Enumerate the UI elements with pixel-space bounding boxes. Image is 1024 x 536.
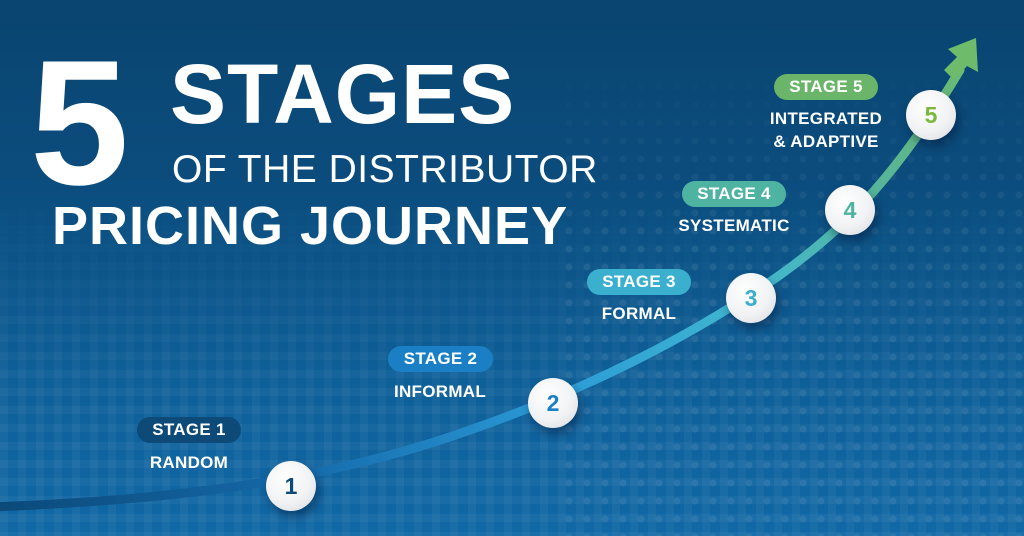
stage-5-name-line2: & ADAPTIVE <box>773 132 879 151</box>
stage-5-node: 5 <box>906 90 956 140</box>
title-number: 5 <box>30 23 129 222</box>
stage-3-pill: STAGE 3 <box>587 269 691 295</box>
stage-3-name: FORMAL <box>601 304 677 323</box>
stage-1-node: 1 <box>266 461 316 511</box>
stage-1-name: RANDOM <box>149 453 229 472</box>
stage-5-name-line1: INTEGRATED <box>769 109 883 128</box>
background-dot-pattern <box>560 60 1024 536</box>
title-subtitle: OF THE DISTRIBUTOR <box>172 148 598 191</box>
stage-4-pill: STAGE 4 <box>682 181 786 207</box>
stage-3-node: 3 <box>726 273 776 323</box>
stage-2-node: 2 <box>528 378 578 428</box>
stage-1-pill: STAGE 1 <box>137 417 241 443</box>
stage-2-pill: STAGE 2 <box>388 346 493 372</box>
stage-4-node: 4 <box>825 185 875 235</box>
stage-4-name: SYSTEMATIC <box>678 216 790 235</box>
title-stages: STAGES <box>170 47 516 141</box>
stage-2-name: INFORMAL <box>393 382 487 401</box>
title-journey: PRICING JOURNEY <box>52 196 569 256</box>
stage-5-pill: STAGE 5 <box>774 74 878 100</box>
arrow-up-right-icon <box>944 38 978 80</box>
